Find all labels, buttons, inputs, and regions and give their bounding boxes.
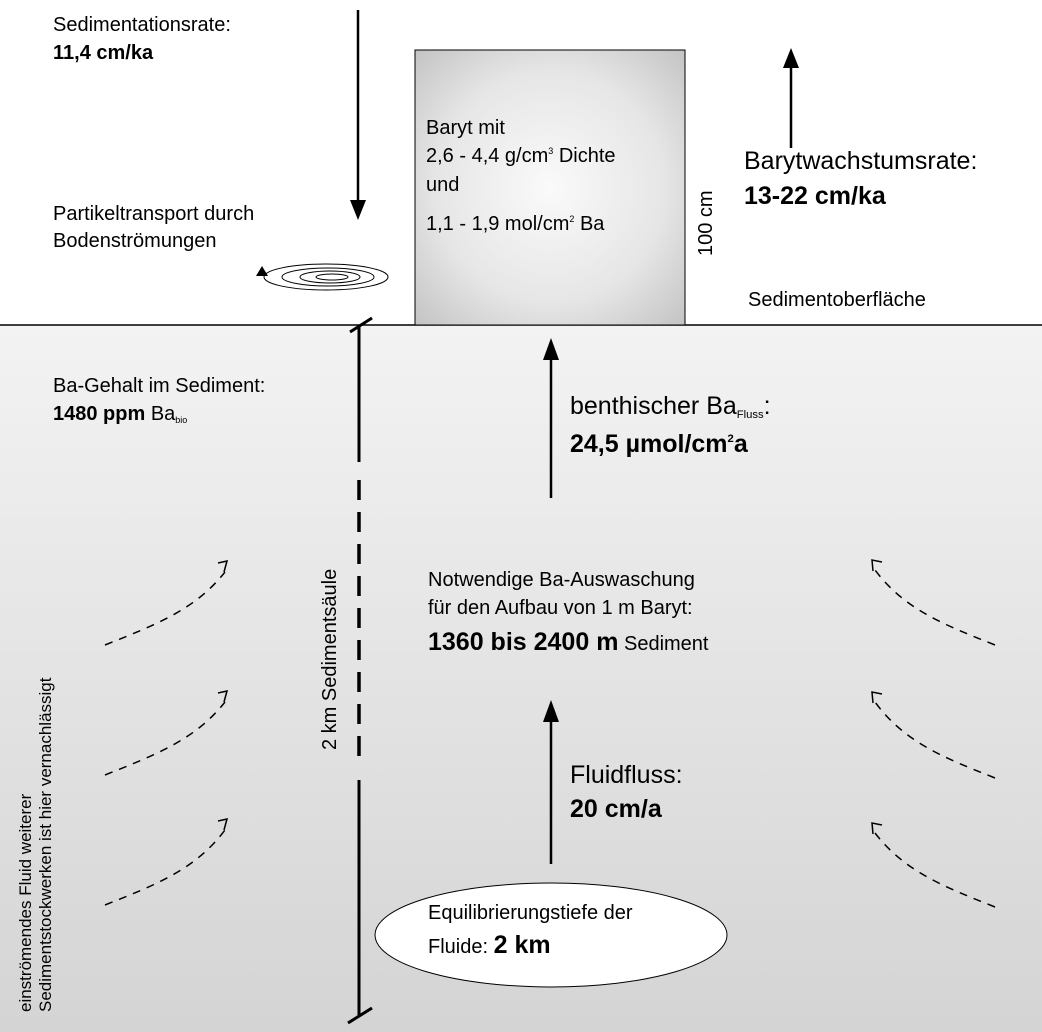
sedimentation-arrow-head bbox=[350, 200, 366, 220]
baryte-block bbox=[414, 49, 686, 326]
sedimentation-value: 11,4 cm/ka bbox=[53, 42, 154, 64]
side-note-line1: einströmendes Fluid weiterer bbox=[16, 793, 35, 1012]
left-inflow-arrow-heads bbox=[217, 559, 229, 831]
growth-label: Barytwachstumsrate: bbox=[744, 147, 978, 175]
benthic-flux-arrow-head bbox=[543, 338, 559, 360]
baryte-line3: und bbox=[426, 174, 460, 196]
leaching-line1: Notwendige Ba-Auswaschung bbox=[428, 569, 695, 591]
sedimentation-label: Sedimentationsrate: bbox=[53, 14, 231, 36]
leaching-line2: für den Aufbau von 1 m Baryt: bbox=[428, 597, 693, 619]
equilibration-line1: Equilibrierungstiefe der bbox=[428, 902, 633, 924]
sediment-column-label: 2 km Sedimentsäule bbox=[319, 568, 341, 750]
right-inflow-arrows bbox=[874, 569, 996, 908]
side-note: einströmendes Fluid weiterer Sedimentsto… bbox=[16, 678, 57, 1012]
side-note-line2: Sedimentstockwerken ist hier vernachläss… bbox=[36, 677, 56, 1012]
particle-transport-line2: Bodenströmungen bbox=[53, 230, 217, 252]
baryte-line1: Baryt mit bbox=[426, 117, 505, 139]
growth-arrow-head bbox=[783, 48, 799, 68]
fluid-flow-label: Fluidfluss: bbox=[570, 761, 683, 789]
benthic-flux-value: 24,5 µmol/cm2a bbox=[570, 430, 748, 458]
right-inflow-arrow-heads bbox=[871, 559, 883, 835]
fluid-flow-arrow-head bbox=[543, 700, 559, 722]
equilibration-line2: Fluide: 2 km bbox=[428, 931, 551, 959]
benthic-flux-label: benthischer BaFluss: bbox=[570, 392, 771, 421]
column-tick-bottom bbox=[347, 1006, 373, 1025]
fluid-flow-value: 20 cm/a bbox=[570, 795, 662, 823]
bottom-current-swirl bbox=[263, 263, 389, 291]
growth-value: 13-22 cm/ka bbox=[744, 182, 886, 210]
baryte-ba-content: 1,1 - 1,9 mol/cm2 Ba bbox=[426, 213, 605, 235]
left-inflow-arrows bbox=[104, 571, 226, 906]
equilibration-ellipse bbox=[374, 882, 728, 988]
baryte-density: 2,6 - 4,4 g/cm3 Dichte bbox=[426, 145, 616, 167]
sediment-surface-label: Sedimentoberfläche bbox=[748, 289, 926, 311]
bottom-current-arrow-head bbox=[256, 266, 268, 276]
leaching-value: 1360 bis 2400 m Sediment bbox=[428, 628, 709, 656]
particle-transport-line1: Partikeltransport durch bbox=[53, 203, 255, 225]
ba-content-value: 1480 ppm Babio bbox=[53, 403, 188, 426]
ba-content-label: Ba-Gehalt im Sediment: bbox=[53, 375, 266, 397]
column-tick-top bbox=[349, 316, 373, 334]
baryte-height-label: 100 cm bbox=[695, 190, 717, 256]
